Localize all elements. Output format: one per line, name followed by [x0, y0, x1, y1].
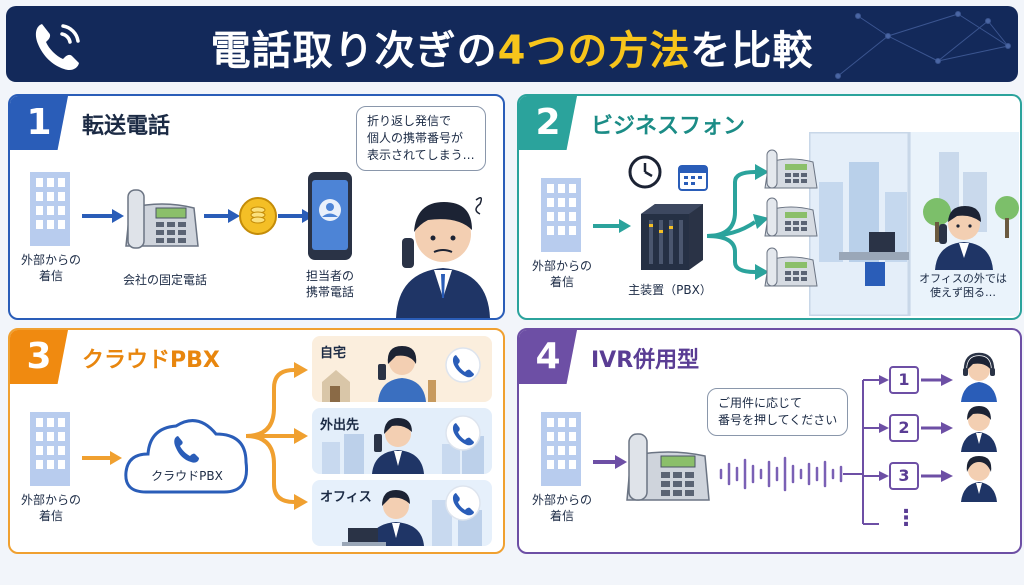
extension-phone-icon: [764, 149, 818, 189]
header-banner: 電話取り次ぎの4つの方法を比較: [6, 6, 1018, 82]
pbx-unit-icon: [641, 204, 703, 270]
ivr-option-3[interactable]: 3: [889, 462, 919, 490]
arrow-right-icon: [921, 374, 953, 386]
incoming-label: 外部からの着信: [20, 253, 81, 283]
smartphone-icon: [308, 172, 352, 260]
branch-arrows: [706, 164, 769, 280]
worried-person-icon: [935, 206, 993, 270]
arrow-right-icon: [921, 470, 953, 482]
destination-card-office: オフィス: [312, 480, 492, 546]
clock-icon: [628, 155, 662, 189]
city-scene-illustration: [322, 418, 484, 474]
speech-bubble: 折り返し発信で個人の携帯番号が表示されてしまう…: [356, 106, 486, 171]
cloud-pbx-label: クラウドPBX: [151, 469, 223, 483]
panel-title: ビジネスフォン: [591, 114, 746, 139]
office-scene-background: [809, 132, 1019, 316]
destination-label: 自宅: [320, 346, 347, 361]
building-icon: [30, 412, 70, 486]
network-pattern: [835, 11, 1011, 79]
panel-title: クラウドPBX: [82, 348, 220, 373]
desk-phone-icon: [125, 189, 199, 249]
arrow-right-icon: [82, 451, 122, 465]
destination-label: 外出先: [320, 418, 360, 433]
worried-person-icon: [396, 197, 490, 318]
cloud-icon: [124, 419, 249, 494]
ivr-option-1[interactable]: 1: [889, 366, 919, 394]
panel-number: 1: [10, 96, 68, 150]
panel-transfer-call: 1 転送電話 外部からの着信 会社の固定電話 担当者の携帯電話 折り返し発信で個…: [8, 94, 505, 320]
panel-title: IVR併用型: [591, 348, 700, 373]
branch-arrows: [245, 362, 308, 510]
panel-number: 3: [10, 330, 68, 384]
extension-phone-icon: [764, 197, 818, 237]
call-icon: [445, 347, 481, 383]
destination-card-home: 自宅: [312, 336, 492, 402]
operator-headset-icon: [961, 352, 997, 402]
ivr-branch-lines: [843, 375, 889, 525]
incoming-label: 外部からの着信: [531, 493, 592, 523]
building-icon: [30, 172, 70, 246]
panel-number: 4: [519, 330, 577, 384]
ivr-option-2[interactable]: 2: [889, 414, 919, 442]
staff-person-icon: [961, 456, 997, 502]
desk-phone-icon: [626, 433, 710, 501]
panel-cloud-pbx: 3 クラウドPBX 外部からの着信 クラウドPBX 自宅: [8, 328, 505, 554]
incoming-label: 外部からの着信: [20, 493, 81, 523]
speech-bubble: ご用件に応じて番号を押してください: [707, 388, 849, 436]
home-scene-illustration: [322, 346, 436, 402]
call-icon: [445, 415, 481, 451]
office-scene-illustration: [342, 490, 482, 546]
destination-card-outside: 外出先: [312, 408, 492, 474]
call-icon: [445, 485, 481, 521]
destination-label: オフィス: [320, 490, 372, 505]
calendar-icon: [678, 165, 708, 191]
mobile-label: 担当者の携帯電話: [305, 269, 354, 299]
outside-office-label: オフィスの外では使えず困る…: [919, 272, 1007, 299]
panel-ivr: 4 IVR併用型 外部からの着信 ご用件に応じて番号を押してください: [517, 328, 1022, 554]
page-title: 電話取り次ぎの4つの方法を比較: [210, 28, 814, 74]
arrow-right-icon: [921, 422, 953, 434]
sound-wave-icon: [719, 456, 843, 492]
pbx-label: 主装置（PBX）: [628, 283, 712, 297]
panel-title: 転送電話: [82, 114, 171, 139]
panel-business-phone: 2 ビジネスフォン 外部からの着信 主装置（PBX）: [517, 94, 1022, 320]
panel-number: 2: [519, 96, 577, 150]
arrow-right-icon: [204, 209, 240, 223]
extension-phone-icon: [764, 247, 818, 287]
arrow-right-icon: [593, 455, 627, 469]
arrow-right-icon: [82, 209, 124, 223]
company-phone-label: 会社の固定電話: [122, 273, 207, 287]
incoming-label: 外部からの着信: [531, 259, 592, 289]
building-icon: [541, 178, 581, 252]
building-icon: [541, 412, 581, 486]
phone-ringing-icon: [35, 24, 80, 71]
staff-person-icon: [961, 406, 997, 452]
arrow-right-icon: [593, 219, 631, 233]
ivr-more-options: ⋮: [895, 506, 917, 531]
coin-icon: [239, 197, 277, 235]
